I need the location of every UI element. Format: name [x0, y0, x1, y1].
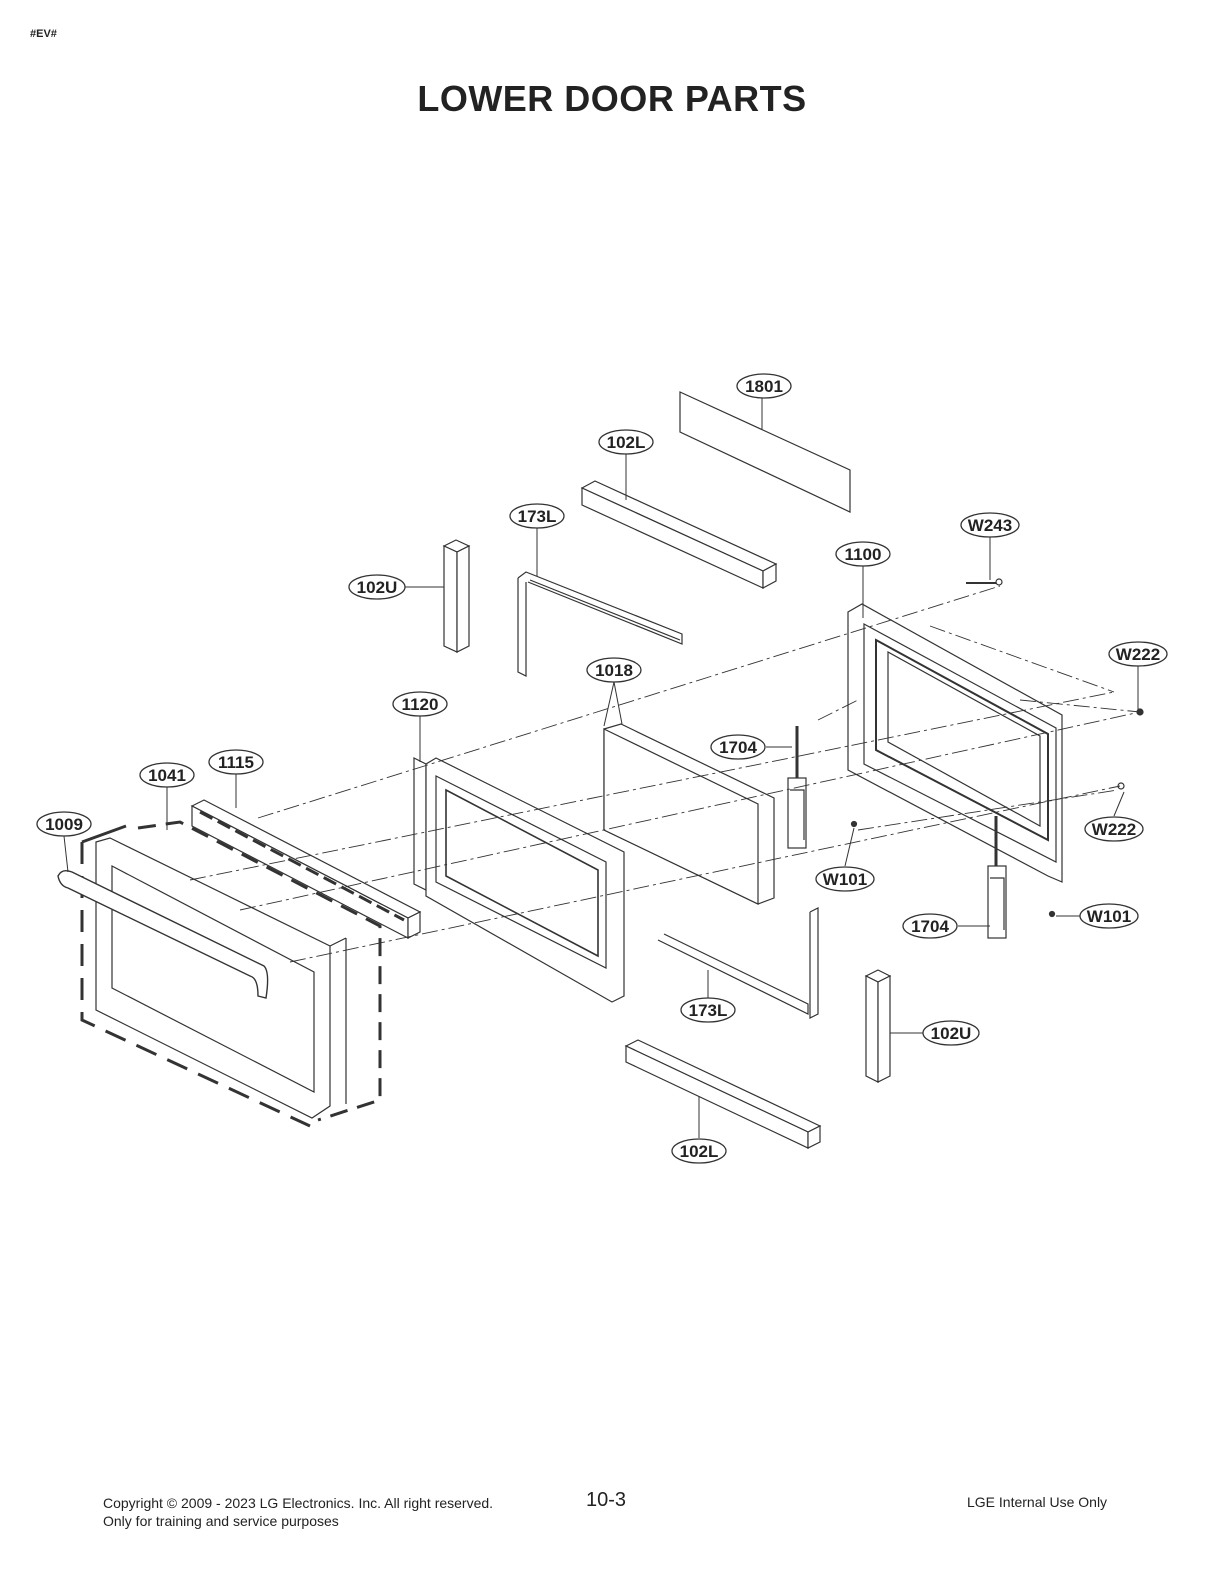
callout-102u-left: 102U [348, 574, 406, 600]
callout-102u-right: 102U [922, 1020, 980, 1046]
callout-w222-top: W222 [1108, 641, 1168, 667]
callout-text-1018: 1018 [595, 661, 633, 680]
callouts: 1801 102L 173L 102U 1100 W243 W222 1018 … [36, 373, 1168, 1164]
callout-text-1704-bottom: 1704 [911, 917, 949, 936]
footer-copyright: Copyright © 2009 - 2023 LG Electronics. … [103, 1495, 494, 1511]
part-w101-screw-right [1048, 910, 1056, 918]
callout-1115: 1115 [208, 749, 264, 775]
part-173l-top-bracket [517, 571, 683, 677]
callout-text-w222-top: W222 [1116, 645, 1160, 664]
footer-notice: LGE Internal Use Only [967, 1494, 1108, 1510]
callout-text-1009: 1009 [45, 815, 83, 834]
callout-1041: 1041 [139, 762, 195, 788]
part-102u-right-block [864, 969, 892, 1083]
part-102u-left-block [442, 539, 471, 653]
part-102l-bottom-block [624, 1039, 822, 1149]
part-1801-sheet [679, 391, 851, 513]
callout-text-102l-bottom: 102L [680, 1142, 719, 1161]
callout-102l-top: 102L [598, 429, 654, 455]
callout-text-1704-top: 1704 [719, 738, 757, 757]
part-1115-vent-trim [190, 799, 422, 939]
page-number: 10-3 [586, 1489, 627, 1511]
part-1704-hinge-bottom [987, 816, 1007, 939]
callout-text-102u-right: 102U [931, 1024, 972, 1043]
callout-1801: 1801 [736, 373, 792, 399]
callout-text-102l-top: 102L [607, 433, 646, 452]
callout-w101-left: W101 [815, 866, 875, 892]
callout-text-w222-bottom: W222 [1092, 820, 1136, 839]
page-title: LOWER DOOR PARTS [417, 78, 807, 119]
callout-text-w101-right: W101 [1087, 907, 1131, 926]
callout-w243: W243 [960, 512, 1020, 538]
part-1120-frame [413, 757, 625, 1003]
leader-lines [63, 398, 1139, 1138]
callout-text-173l-top: 173L [518, 507, 557, 526]
callout-text-1801: 1801 [745, 377, 783, 396]
callout-text-1120: 1120 [402, 695, 439, 714]
callout-1704-bottom: 1704 [902, 913, 958, 939]
callout-text-102u-left: 102U [357, 578, 398, 597]
part-w243-screw [966, 578, 1003, 586]
callout-text-173l-bottom: 173L [689, 1001, 728, 1020]
callout-1704-top: 1704 [710, 734, 766, 760]
part-1041-outer-glass [80, 820, 382, 1128]
part-173l-bottom-bracket [657, 907, 819, 1019]
callout-1100: 1100 [835, 541, 891, 567]
document-tag: #EV# [30, 28, 57, 40]
callout-text-1115: 1115 [218, 753, 254, 772]
part-1704-hinge-top [787, 726, 807, 849]
callout-102l-bottom: 102L [671, 1138, 727, 1164]
callout-text-w101-left: W101 [823, 870, 867, 889]
footer-purpose: Only for training and service purposes [103, 1513, 339, 1529]
callout-173l-bottom: 173L [680, 997, 736, 1023]
callout-text-1041: 1041 [148, 766, 186, 785]
alignment-guides [189, 585, 1141, 963]
footer-left: Copyright © 2009 - 2023 LG Electronics. … [103, 1494, 493, 1530]
callout-1009: 1009 [36, 811, 92, 837]
part-1009-door [57, 837, 347, 1119]
callout-173l-top: 173L [509, 503, 565, 529]
callout-text-w243: W243 [968, 516, 1012, 535]
part-1100-inner-panel [847, 603, 1063, 883]
callout-1120: 1120 [392, 691, 448, 717]
callout-1018: 1018 [586, 657, 642, 683]
callout-w222-bottom: W222 [1084, 816, 1144, 842]
part-102l-top-block [580, 480, 778, 590]
part-w101-screw-left [850, 820, 858, 828]
callout-text-1100: 1100 [845, 545, 882, 564]
callout-w101-right: W101 [1079, 903, 1139, 929]
